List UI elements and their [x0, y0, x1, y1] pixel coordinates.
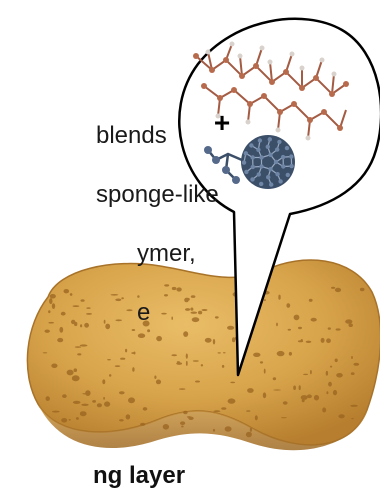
sponge-image [27, 260, 380, 450]
plus-sign: + [214, 107, 230, 138]
